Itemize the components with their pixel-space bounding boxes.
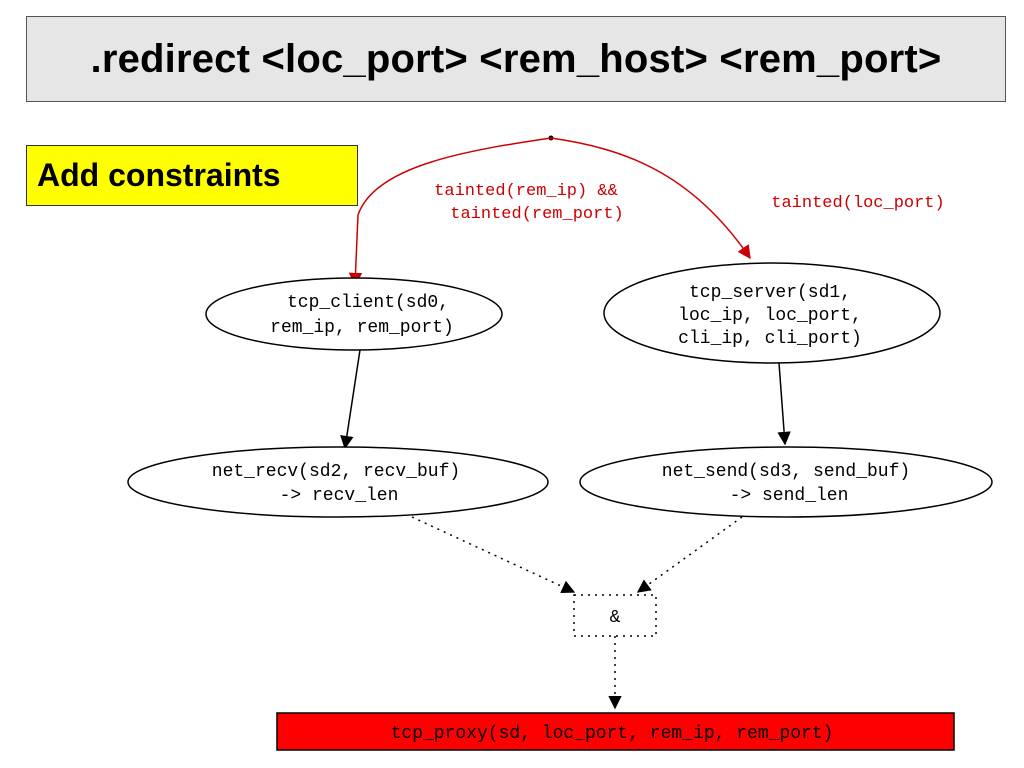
tcp-server-line-3: cli_ip, cli_port) [678, 329, 862, 349]
tcp-server-line-1: tcp_server(sd1, [689, 283, 851, 303]
edge-tcp-client-to-net-recv [340, 349, 361, 450]
tcp-server-line-2: loc_ip, loc_port, [678, 306, 862, 326]
add-constraints-text: Add constraints [37, 157, 281, 193]
title-box: .redirect <loc_port> <rem_host> <rem_por… [26, 16, 1006, 102]
right-edge-label: tainted(loc_port) [771, 194, 944, 213]
net-send-line-1: net_send(sd3, send_buf) [662, 462, 910, 482]
edge-root-to-tcp-client [348, 137, 552, 287]
node-net-recv: net_recv(sd2, recv_buf) -> recv_len [127, 446, 549, 518]
node-tcp-proxy: tcp_proxy(sd, loc_port, rem_ip, rem_port… [276, 712, 955, 751]
edge-net-send-to-join [636, 516, 743, 593]
edge-net-recv-to-join [411, 516, 576, 594]
node-tcp-server: tcp_server(sd1, loc_ip, loc_port, cli_ip… [603, 262, 941, 364]
tcp-proxy-label: tcp_proxy(sd, loc_port, rem_ip, rem_port… [391, 724, 834, 744]
net-recv-line-1: net_recv(sd2, recv_buf) [212, 462, 460, 482]
net-send-line-2: -> send_len [730, 486, 849, 506]
join-symbol: & [610, 608, 621, 628]
node-tcp-client: tcp_client(sd0, rem_ip, rem_port) [205, 277, 503, 351]
edge-tcp-server-to-net-send [777, 362, 791, 446]
left-edge-label-line-1: tainted(rem_ip) && [434, 182, 618, 201]
node-net-send: net_send(sd3, send_buf) -> send_len [579, 446, 993, 518]
tcp-client-line-1: tcp_client(sd0, [287, 293, 449, 313]
left-edge-label-line-2: tainted(rem_port) [450, 205, 623, 224]
node-join: & [573, 594, 657, 637]
tcp-client-line-2: rem_ip, rem_port) [270, 318, 454, 338]
net-recv-line-2: -> recv_len [280, 486, 399, 506]
slide-title: .redirect <loc_port> <rem_host> <rem_por… [90, 36, 942, 81]
edge-root-to-tcp-server [550, 137, 751, 260]
add-constraints-label: Add constraints [26, 145, 358, 206]
